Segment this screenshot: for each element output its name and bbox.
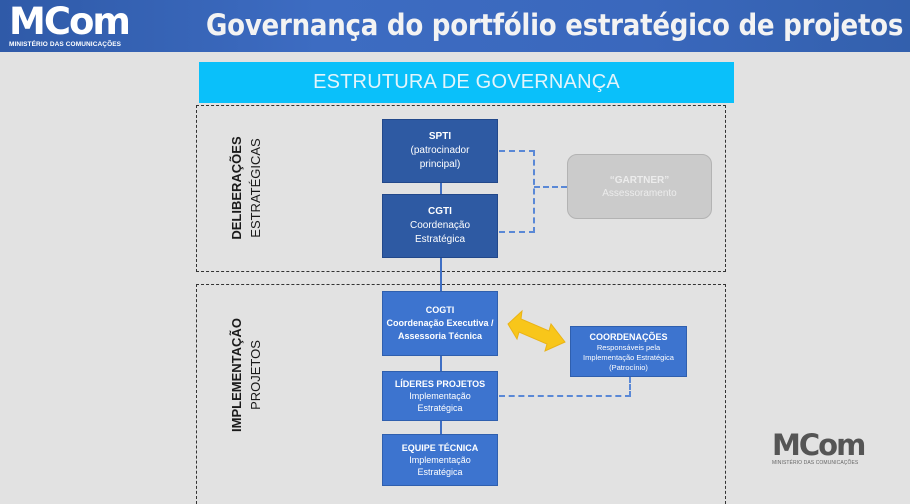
node-title: LÍDERES PROJETOS [394,379,486,389]
label-line1: IMPLEMENTAÇÃO [229,318,244,432]
section-label-deliberacoes: DELIBERAÇÕES ESTRATÉGICAS [227,136,265,239]
node-line: Estratégica [417,467,463,477]
node-title: COORDENAÇÕES [589,331,668,342]
node-line: Implementação [409,391,471,401]
node-coordenacoes: COORDENAÇÕES Responsáveis pela Implement… [570,326,687,377]
section-label-implementacao: IMPLEMENTAÇÃO PROJETOS [227,318,265,432]
node-title: EQUIPE TÉCNICA [401,443,479,453]
node-line: Responsáveis pela [596,342,661,352]
node-spti: SPTI (patrocinador principal) [382,119,498,183]
node-line: Coordenação [409,220,471,231]
label-line1: DELIBERAÇÕES [229,136,244,240]
label-line2: ESTRATÉGICAS [248,138,263,238]
node-line: Implementação Estratégica [583,352,674,362]
connector-cogti-lideres [440,355,442,371]
node-line: Estratégica [414,234,466,245]
page-title: Governança do portfólio estratégico de p… [206,8,904,42]
section-banner: ESTRUTURA DE GOVERNANÇA [199,62,734,103]
node-title: COGTI [425,305,455,315]
double-arrow-icon [507,309,566,352]
dashed-bracket-gartner [499,150,535,233]
node-line: Implementação [409,455,471,465]
connector-cgti-cogti [440,258,442,292]
node-title: CGTI [428,206,452,217]
node-lideres-projetos: LÍDERES PROJETOS Implementação Estratégi… [382,371,498,421]
footer-mcom-logo: MCom MINISTÉRIO DAS COMUNICAÇÕES [772,428,866,467]
footer-logo-subtitle: MINISTÉRIO DAS COMUNICAÇÕES [772,460,859,466]
node-line: Assessoria Técnica [397,331,483,341]
node-title: SPTI [428,131,452,142]
section-implementacao [196,284,726,504]
label-line2: PROJETOS [248,340,263,410]
logo-subtitle: MINISTÉRIO DAS COMUNICAÇÕES [9,41,122,48]
node-equipe-tecnica: EQUIPE TÉCNICA Implementação Estratégica [382,434,498,486]
node-cogti: COGTI Coordenação Executiva / Assessoria… [382,291,498,356]
node-title: “GARTNER” [609,174,670,186]
node-line: Coordenação Executiva / [386,318,494,328]
connector-spti-cgti [440,182,442,195]
mcom-logo: MCom MINISTÉRIO DAS COMUNICAÇÕES [9,0,131,48]
node-cgti: CGTI Coordenação Estratégica [382,194,498,258]
header-bar: MCom MINISTÉRIO DAS COMUNICAÇÕES Governa… [0,0,910,52]
dashed-line-gartner [534,186,567,188]
node-gartner: “GARTNER” Assessoramento [567,154,712,219]
node-line: principal) [419,159,461,170]
logo-brand: MCom [9,0,131,43]
node-line: Estratégica [417,403,463,413]
node-line: (patrocinador [410,145,470,156]
node-line: (Patrocínio) [609,362,648,372]
connector-lideres-equipe [440,420,442,434]
node-line: Assessoramento [602,187,677,199]
footer-logo-brand: MCom [772,428,866,462]
dashed-line-coordenacoes [499,377,631,397]
section-deliberacoes [196,105,726,272]
